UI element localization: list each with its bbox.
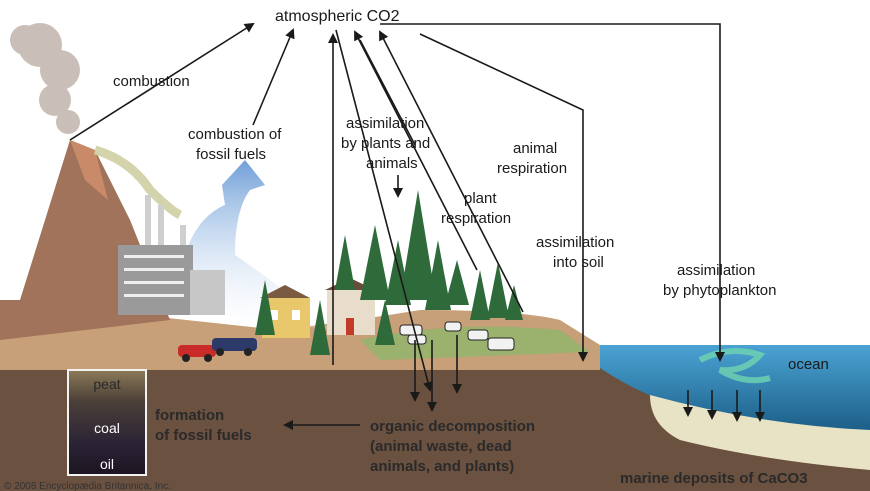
stratum-oil: oil	[99, 456, 114, 472]
arrow-assimilation-plants-down	[335, 29, 433, 392]
carbon-flow-arrows	[69, 22, 765, 430]
cows	[399, 321, 515, 351]
arrow-animal-respiration	[379, 30, 524, 313]
label-combustion: combustion	[113, 73, 190, 90]
label-decomposition-3: animals, and plants)	[370, 458, 515, 475]
arrow-assimilation-soil	[419, 33, 588, 362]
phytoplankton	[698, 348, 771, 384]
label-assim-phyto-2: by phytoplankton	[663, 282, 777, 299]
label-ocean: ocean	[788, 356, 829, 373]
ocean-water	[600, 345, 870, 440]
arrow-fossil-combustion	[252, 28, 295, 126]
label-atmospheric-co2: atmospheric CO2	[275, 8, 400, 25]
label-assim-plants-1: assimilation	[346, 115, 425, 132]
label-formation-1: formation	[155, 407, 225, 424]
label-decomposition-1: organic decomposition	[370, 418, 536, 435]
label-animal-resp-1: animal	[513, 140, 558, 157]
label-assim-soil-2: into soil	[553, 254, 604, 271]
arrow-plant-respiration	[354, 30, 478, 271]
label-assim-plants-2: by plants and	[341, 135, 431, 152]
arrow-assimilation-phytoplankton	[380, 23, 725, 362]
power-plant	[118, 195, 225, 315]
label-marine-deposits: marine deposits of CaCO3	[620, 470, 808, 487]
copyright-notice: © 2008 Encyclopædia Britannica, Inc.	[4, 481, 171, 491]
stratum-coal: coal	[94, 420, 120, 436]
label-combustion-fossil-2: fossil fuels	[196, 146, 267, 163]
label-combustion-fossil-1: combustion of	[188, 126, 282, 143]
label-animal-resp-2: respiration	[497, 160, 568, 177]
forest	[255, 190, 523, 355]
volcano-smoke	[10, 23, 80, 134]
label-decomposition-2: (animal waste, dead	[370, 438, 512, 455]
label-assim-plants-3: animals	[366, 155, 418, 172]
label-plant-resp-2: respiration	[441, 210, 512, 227]
label-assim-soil-1: assimilation	[536, 234, 615, 251]
cars	[178, 338, 257, 362]
fossil-strata-box	[67, 369, 147, 476]
stratum-peat: peat	[93, 376, 121, 392]
label-formation-2: of fossil fuels	[155, 427, 252, 444]
label-plant-resp-1: plant	[464, 190, 497, 207]
marine-sediment	[650, 395, 870, 470]
label-assim-phyto-1: assimilation	[677, 262, 756, 279]
arrow-combustion	[69, 22, 255, 141]
